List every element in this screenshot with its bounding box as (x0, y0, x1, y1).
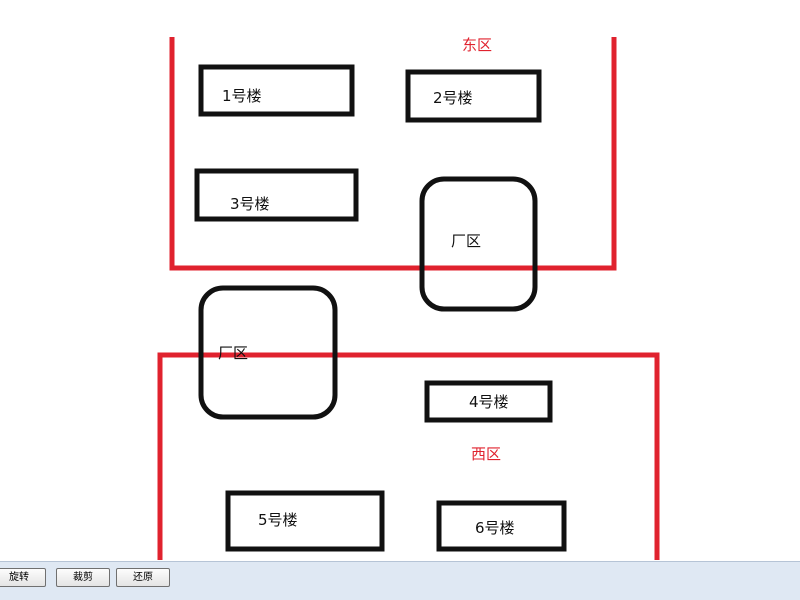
west-zone-boundary (157, 352, 660, 560)
west-zone-label: 西区 (471, 445, 501, 463)
factory-area-2 (198, 285, 338, 420)
image-toolbar: 旋转 裁剪 还原 (0, 561, 800, 600)
building-3-label: 3号楼 (230, 195, 270, 213)
building-2 (405, 69, 542, 123)
building-3 (194, 168, 359, 222)
factory-area-1-label: 厂区 (451, 232, 481, 250)
rotate-button[interactable]: 旋转 (0, 568, 46, 587)
building-1-label: 1号楼 (222, 87, 262, 105)
factory-area-2-label: 厂区 (218, 344, 248, 362)
crop-button[interactable]: 裁剪 (56, 568, 110, 587)
building-5-label: 5号楼 (258, 511, 298, 529)
building-5 (225, 490, 385, 552)
building-6-label: 6号楼 (475, 519, 515, 537)
east-zone-boundary (169, 37, 617, 271)
building-1 (198, 64, 355, 117)
building-4 (424, 380, 553, 423)
building-4-label: 4号楼 (469, 393, 509, 411)
building-6 (436, 500, 567, 552)
site-plan-canvas: 东区 西区 1号楼 2号楼 3号楼 4号楼 5号楼 6号楼 厂区 厂区 (157, 36, 660, 560)
restore-button[interactable]: 还原 (116, 568, 170, 587)
building-2-label: 2号楼 (433, 89, 473, 107)
east-zone-label: 东区 (462, 36, 492, 54)
factory-area-1 (419, 176, 538, 312)
